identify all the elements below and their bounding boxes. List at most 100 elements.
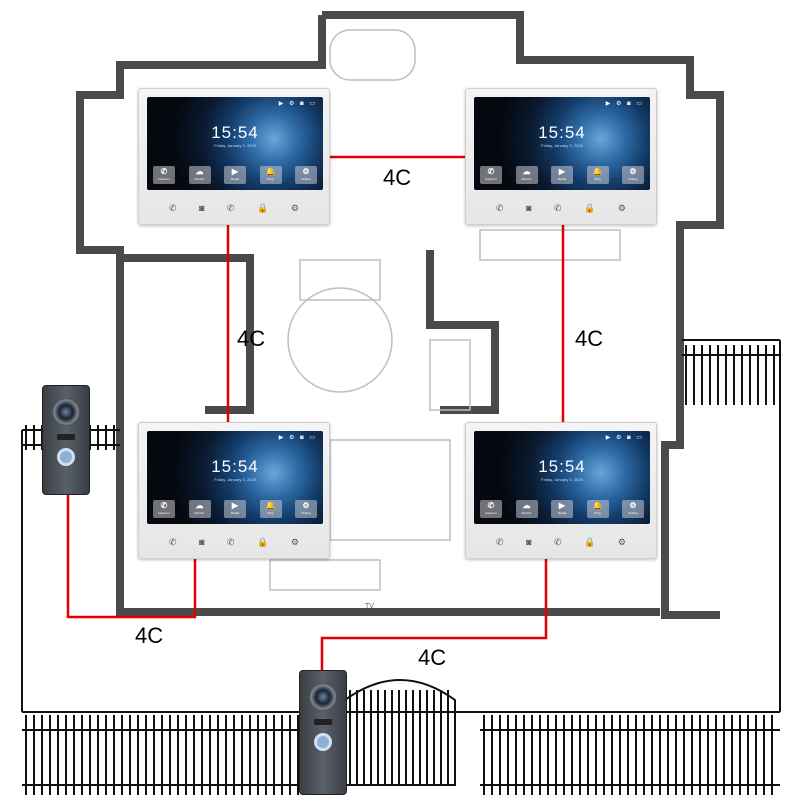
gear-icon: ⚙ [302, 167, 310, 176]
app-label: Media [230, 511, 240, 515]
monitor-screen: ▶ ⚙ ◙ ▭ 15:54 Friday, January 3, 2025 ✆I… [147, 97, 323, 190]
app-intercom[interactable]: ✆Intercom [153, 500, 175, 518]
app-media[interactable]: ▶Media [551, 166, 573, 184]
unlock-key-icon[interactable]: 🔒 [257, 537, 269, 547]
wire-label: 4C [383, 165, 412, 190]
app-media[interactable]: ▶Media [224, 166, 246, 184]
app-setting[interactable]: ⚙Setting [622, 166, 644, 184]
indoor-monitor: ▶ ⚙ ◙ ▭ 15:54 Friday, January 3, 2025 ✆I… [465, 422, 657, 559]
settings-key-icon[interactable]: ⚙ [290, 537, 299, 547]
camera-icon [309, 683, 337, 711]
status-icons: ▶ ⚙ ◙ ▭ [278, 101, 317, 107]
settings-key-icon[interactable]: ⚙ [290, 203, 299, 213]
play-icon: ▶ [558, 167, 566, 176]
app-label: Intercom [485, 177, 497, 181]
app-label: Intercom [158, 177, 170, 181]
app-label: Setting [628, 177, 638, 181]
bell-icon: 🔔 [265, 501, 276, 510]
outdoor-door-station-left [42, 385, 90, 495]
monitor-screen: ▶ ⚙ ◙ ▭ 15:54 Friday, January 3, 2025 ✆I… [474, 431, 650, 524]
camera-key-icon[interactable]: ◙ [199, 203, 205, 213]
gear-icon: ⚙ [629, 501, 637, 510]
unlock-key-icon[interactable]: 🔒 [584, 537, 596, 547]
bell-icon: 🔔 [592, 501, 603, 510]
app-ring[interactable]: 🔔Ring [586, 166, 609, 184]
app-setting[interactable]: ⚙Setting [295, 166, 317, 184]
app-label: Monitor [194, 177, 205, 181]
clock-time: 15:54 [211, 457, 259, 476]
intercom-key-icon[interactable]: ✆ [554, 203, 562, 213]
outdoor-door-station-gate [299, 670, 347, 795]
call-key-icon[interactable]: ✆ [169, 203, 177, 213]
indoor-monitor: ▶ ⚙ ◙ ▭ 15:54 Friday, January 3, 2025 ✆I… [465, 88, 657, 225]
phone-icon: ✆ [487, 501, 495, 510]
app-media[interactable]: ▶Media [224, 500, 246, 518]
wire-label: 4C [575, 326, 604, 351]
app-intercom[interactable]: ✆Intercom [480, 166, 502, 184]
intercom-key-icon[interactable]: ✆ [554, 537, 562, 547]
app-label: Media [230, 177, 240, 181]
app-label: Monitor [521, 511, 532, 515]
app-media[interactable]: ▶Media [551, 500, 573, 518]
monitor-icon: ☁ [522, 167, 531, 176]
call-button [314, 733, 332, 751]
status-icons: ▶ ⚙ ◙ ▭ [605, 435, 644, 441]
app-label: Ring [594, 511, 601, 515]
bell-icon: 🔔 [592, 167, 603, 176]
intercom-key-icon[interactable]: ✆ [227, 203, 235, 213]
phone-icon: ✆ [487, 167, 495, 176]
play-icon: ▶ [231, 501, 239, 510]
app-label: Media [557, 177, 567, 181]
app-intercom[interactable]: ✆Intercom [153, 166, 175, 184]
gear-icon: ⚙ [629, 167, 637, 176]
app-monitor[interactable]: ☁Monitor [188, 500, 211, 518]
play-icon: ▶ [231, 167, 239, 176]
camera-key-icon[interactable]: ◙ [526, 537, 532, 547]
intercom-key-icon[interactable]: ✆ [227, 537, 235, 547]
speaker-icon [314, 719, 332, 725]
camera-key-icon[interactable]: ◙ [526, 203, 532, 213]
app-label: Media [557, 511, 567, 515]
unlock-key-icon[interactable]: 🔒 [257, 203, 269, 213]
app-label: Setting [301, 511, 311, 515]
clock-date: Friday, January 3, 2025 [541, 477, 583, 482]
app-label: Monitor [521, 177, 532, 181]
app-label: Monitor [194, 511, 205, 515]
camera-icon [52, 398, 80, 426]
indoor-monitor: ▶ ⚙ ◙ ▭ 15:54 Friday, January 3, 2025 ✆I… [138, 88, 330, 225]
play-icon: ▶ [558, 501, 566, 510]
settings-key-icon[interactable]: ⚙ [617, 537, 626, 547]
app-setting[interactable]: ⚙Setting [295, 500, 317, 518]
app-setting[interactable]: ⚙Setting [622, 500, 644, 518]
wires [66, 155, 565, 670]
app-monitor[interactable]: ☁Monitor [515, 500, 538, 518]
call-key-icon[interactable]: ✆ [169, 537, 177, 547]
app-monitor[interactable]: ☁Monitor [188, 166, 211, 184]
status-icons: ▶ ⚙ ◙ ▭ [278, 435, 317, 441]
clock-date: Friday, January 3, 2025 [214, 143, 256, 148]
monitor-screen: ▶ ⚙ ◙ ▭ 15:54 Friday, January 3, 2025 ✆I… [147, 431, 323, 524]
app-ring[interactable]: 🔔Ring [586, 500, 609, 518]
app-ring[interactable]: 🔔Ring [259, 500, 282, 518]
fence-pickets [25, 345, 775, 795]
status-icons: ▶ ⚙ ◙ ▭ [605, 101, 644, 107]
app-intercom[interactable]: ✆Intercom [480, 500, 502, 518]
call-button [57, 448, 75, 466]
clock-time: 15:54 [538, 123, 586, 142]
clock-time: 15:54 [538, 457, 586, 476]
monitor-icon: ☁ [522, 501, 531, 510]
wire-gate-station [320, 558, 548, 670]
app-label: Setting [628, 511, 638, 515]
indoor-monitor: ▶ ⚙ ◙ ▭ 15:54 Friday, January 3, 2025 ✆I… [138, 422, 330, 559]
settings-key-icon[interactable]: ⚙ [617, 203, 626, 213]
call-key-icon[interactable]: ✆ [496, 537, 504, 547]
camera-key-icon[interactable]: ◙ [199, 537, 205, 547]
app-monitor[interactable]: ☁Monitor [515, 166, 538, 184]
monitor-screen: ▶ ⚙ ◙ ▭ 15:54 Friday, January 3, 2025 ✆I… [474, 97, 650, 190]
app-label: Ring [267, 177, 274, 181]
call-key-icon[interactable]: ✆ [496, 203, 504, 213]
wire-label: 4C [418, 645, 447, 670]
unlock-key-icon[interactable]: 🔒 [584, 203, 596, 213]
app-ring[interactable]: 🔔Ring [259, 166, 282, 184]
